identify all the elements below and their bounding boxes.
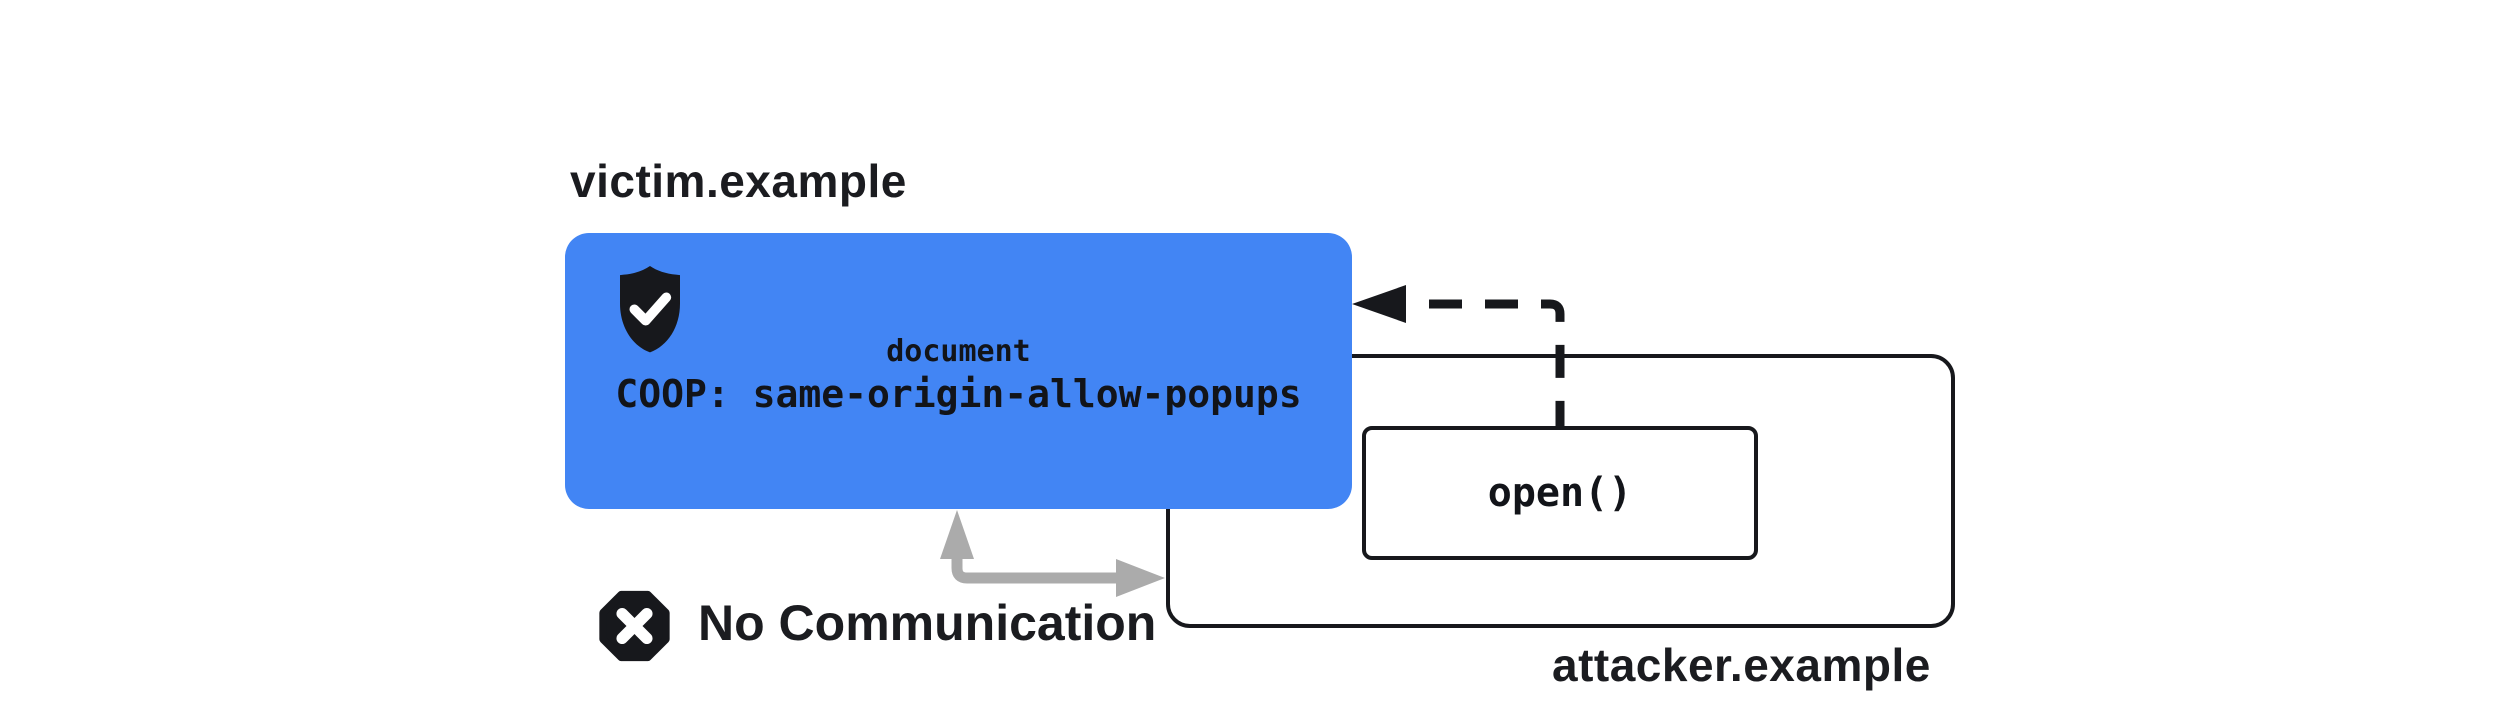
arrowhead-up-icon (940, 510, 974, 559)
victim-document-box: document COOP: same-origin-allow-popups (565, 233, 1352, 509)
attacker-domain-label: attacker.example (1552, 639, 1931, 691)
arrowhead-right-icon (1116, 559, 1165, 597)
open-call-box: open() (1362, 426, 1758, 560)
no-communication-label: No Communication (698, 595, 1157, 651)
arrowhead-left-icon (1352, 285, 1406, 323)
document-label: document (886, 334, 1031, 369)
blocked-communication-arrow (940, 510, 1165, 597)
blocked-x-icon (596, 588, 673, 664)
shield-check-icon (610, 261, 690, 357)
coop-policy-label: COOP: same-origin-allow-popups (615, 372, 1302, 416)
open-call-label: open() (1487, 470, 1633, 516)
victim-domain-label: victim.example (570, 155, 907, 207)
